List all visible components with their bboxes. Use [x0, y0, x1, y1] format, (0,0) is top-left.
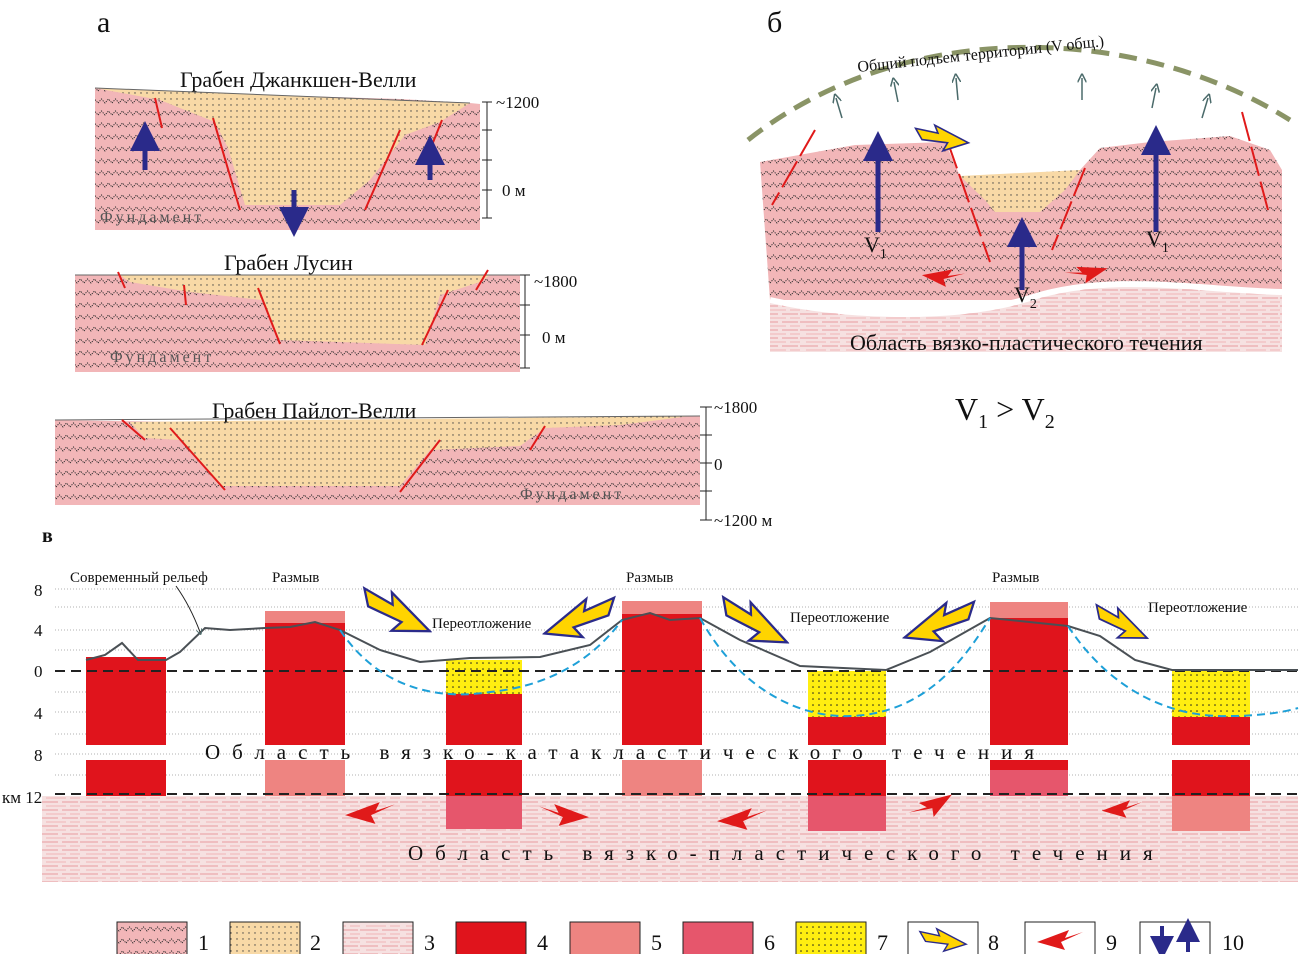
v1-label: V1	[1146, 226, 1169, 256]
legend-item-3: 3	[342, 921, 435, 954]
graben-pilot-valley: Грабен Пайлот-Велли ~1800 0 ~1200 м Фунд…	[54, 398, 772, 530]
relief-label: Современный рельеф	[70, 570, 208, 586]
depth-tick: 0	[34, 662, 43, 681]
column-2	[265, 611, 345, 796]
scale-top: ~1200	[496, 93, 539, 112]
graben-junction-valley: Грабен Джанкшен-Велли ~1200 0 м Фундамен…	[94, 67, 539, 237]
fundament-label: Фундамент	[520, 486, 624, 503]
depth-tick: 4	[34, 704, 43, 723]
panel-a: а Грабен Джанкшен-Велли ~1200 0 м Фундам…	[54, 6, 772, 530]
sediment-fill	[95, 88, 470, 205]
relief-pointer	[175, 585, 200, 632]
fundament-label: Фундамент	[100, 209, 204, 226]
scale-bottom: ~1200 м	[714, 511, 772, 530]
legend-number: 3	[424, 930, 435, 954]
paleo-surface	[339, 619, 623, 696]
legend-item-9: 9	[1024, 921, 1117, 954]
uplift-label: Общий подъем территории (V общ.)	[857, 33, 1105, 76]
scale-top: ~1800	[714, 398, 757, 417]
erosion-arrow	[353, 582, 439, 644]
uplift-arrows	[836, 78, 1208, 119]
uplift-dome	[746, 44, 1292, 142]
depth-tick: 8	[34, 746, 43, 765]
legend-item-2: 2	[229, 921, 321, 954]
legend-number: 1	[198, 930, 209, 954]
legend-number: 5	[651, 930, 662, 954]
redeposition-label: Переотложение	[790, 610, 890, 626]
legend-item-7: 7	[795, 921, 888, 954]
plastic-flow-zone	[42, 796, 1298, 882]
plastic-zone-label: Область вязко-пластического течения	[408, 841, 1165, 865]
legend-number: 4	[537, 930, 548, 954]
panel-a-label: а	[97, 6, 110, 39]
legend-number: 7	[877, 930, 888, 954]
legend-item-10: 10	[1139, 918, 1244, 954]
legend-item-6: 6	[682, 921, 775, 954]
graben-lucin: Грабен Лусин ~1800 0 м Фундамент	[75, 250, 577, 372]
legend: 1 2 3 4 5 6 7 8	[116, 918, 1244, 954]
plastic-flow-zone	[770, 284, 1282, 352]
panel-b-label: б	[767, 6, 782, 39]
v2-label: V2	[1014, 282, 1037, 312]
v1-label: V1	[864, 232, 887, 262]
graben-title: Грабен Лусин	[224, 250, 353, 275]
paleo-surface	[1067, 625, 1299, 718]
velocity-formula: V1 > V2	[955, 391, 1055, 433]
erosion-label: Размыв	[992, 570, 1039, 586]
fault-lines	[117, 269, 489, 346]
legend-item-8: 8	[907, 921, 999, 954]
legend-number: 9	[1106, 930, 1117, 954]
legend-number: 10	[1222, 930, 1244, 954]
legend-number: 6	[764, 930, 775, 954]
legend-number: 8	[988, 930, 999, 954]
legend-item-1: 1	[116, 921, 209, 954]
erosion-label: Размыв	[272, 570, 319, 586]
sediment-fill	[130, 416, 690, 486]
legend-item-5: 5	[569, 921, 662, 954]
scale-zero: 0 м	[542, 328, 566, 347]
graben-title: Грабен Пайлот-Велли	[212, 398, 416, 423]
erosion-arrow	[1087, 600, 1155, 648]
column-4	[622, 601, 702, 796]
column-7	[1172, 671, 1250, 831]
depth-tick: км 12	[2, 788, 42, 807]
panel-v-label: в	[42, 525, 53, 547]
graben-title: Грабен Джанкшен-Велли	[180, 67, 417, 92]
sediment-fill	[120, 275, 490, 345]
erosion-arrow	[898, 596, 982, 650]
erosion-arrow	[711, 591, 797, 655]
column-3	[446, 660, 522, 829]
erosion-label: Размыв	[626, 570, 673, 586]
legend-item-4: 4	[455, 921, 548, 954]
fault-lines	[771, 111, 1269, 263]
cataclastic-zone-label: Область вязко-катакластического течения	[205, 740, 1046, 764]
column-5	[808, 671, 886, 831]
scale-zero: 0 м	[502, 181, 526, 200]
column-6	[990, 602, 1068, 796]
fundament-label: Фундамент	[110, 349, 214, 366]
modern-relief-line	[85, 611, 1298, 672]
graben-sediment	[960, 170, 1080, 212]
redeposition-label: Переотложение	[432, 616, 532, 632]
panel-b: б Общий подъем территории (V общ.) V1 V1…	[746, 6, 1292, 433]
redeposition-label: Переотложение	[1148, 600, 1248, 616]
depth-tick: 4	[34, 621, 43, 640]
paleo-surface	[699, 617, 991, 718]
panel-v: в	[2, 525, 1299, 882]
plastic-flow-label: Область вязко-пластического течения	[850, 330, 1203, 355]
legend-number: 2	[310, 930, 321, 954]
scale-zero: 0	[714, 455, 723, 474]
scale-top: ~1800	[534, 272, 577, 291]
depth-tick: 8	[34, 581, 43, 600]
fault-lines	[121, 419, 546, 493]
column-1	[86, 657, 166, 796]
